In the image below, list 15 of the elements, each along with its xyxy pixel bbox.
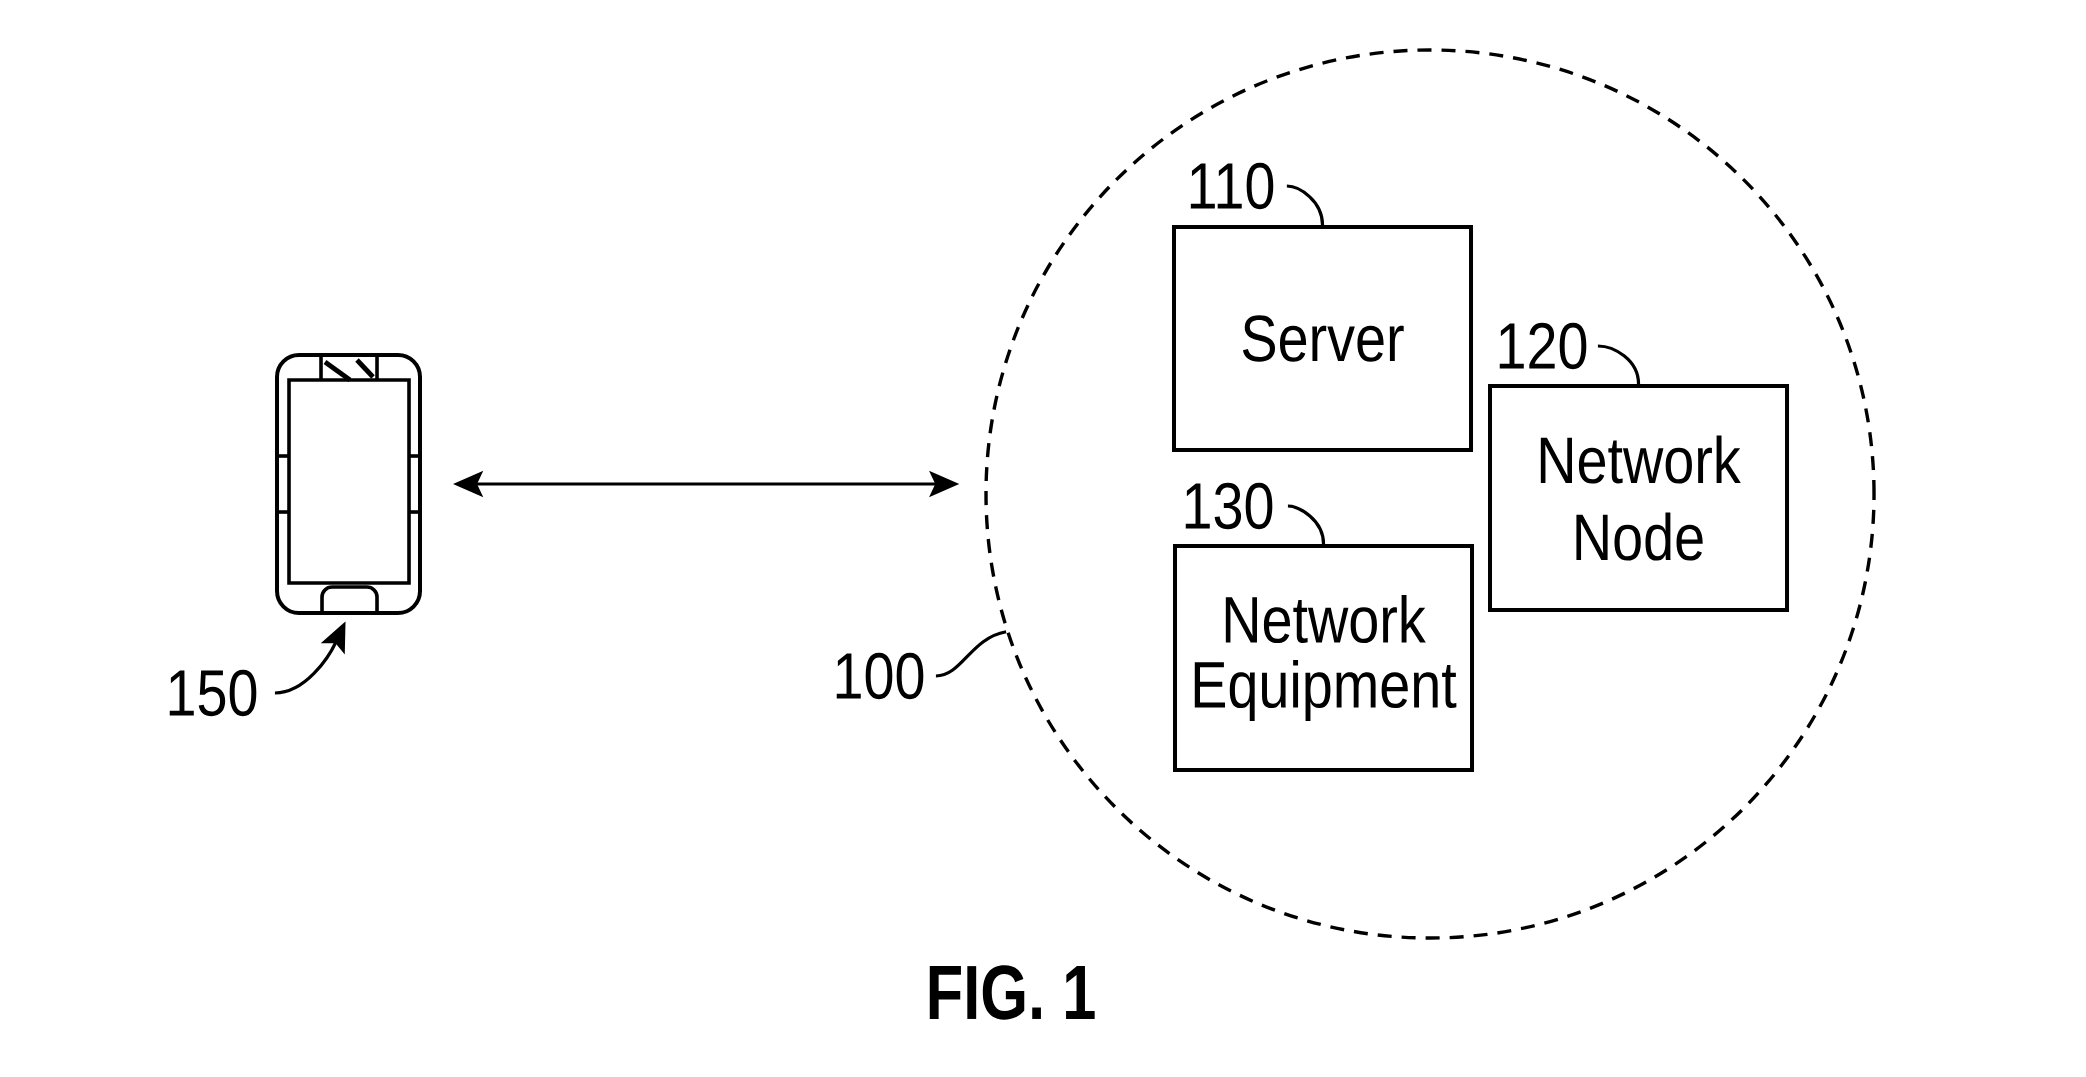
figure-caption: FIG. 1 (929, 965, 1095, 1020)
reference-numeral: 110 (1190, 162, 1274, 210)
phone-drawing (275, 353, 422, 615)
reference-numeral: 130 (1185, 482, 1273, 530)
leader-line (1286, 184, 1325, 226)
leader-line (935, 630, 1007, 678)
dashed-circle (984, 48, 1876, 940)
reference-numeral: 100 (836, 652, 924, 700)
component-box: Network Equipment (1173, 544, 1474, 772)
leader-line (1597, 344, 1641, 385)
leader-line (1287, 504, 1326, 545)
reference-numeral: 120 (1499, 322, 1587, 370)
component-box: Network Node (1488, 384, 1789, 612)
reference-numeral: 150 (169, 669, 257, 717)
component-box: Server (1172, 225, 1473, 452)
